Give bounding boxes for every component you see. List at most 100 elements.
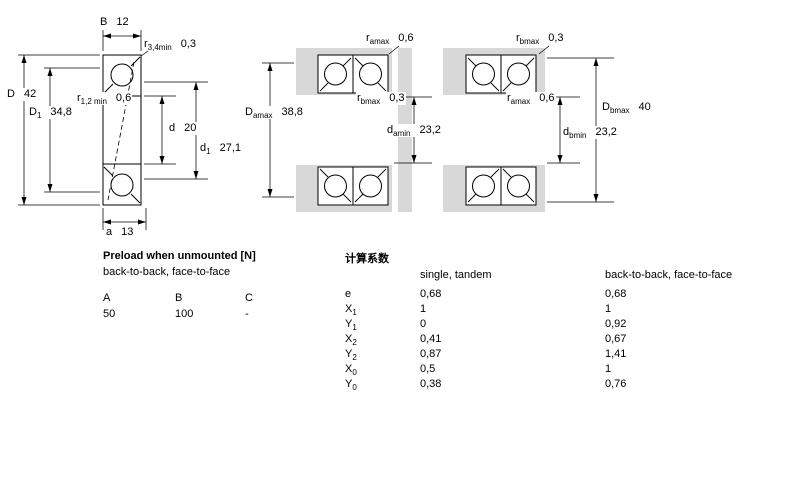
factors-row-X1: X1 1 1 xyxy=(345,303,785,318)
dim-subscript: bmin xyxy=(569,131,587,141)
factors-row-X2: X2 0,41 0,67 xyxy=(345,333,785,348)
dim-symbol: r xyxy=(144,38,148,50)
dim-symbol: d xyxy=(200,142,207,154)
factors-title: 计算系数 xyxy=(345,253,389,265)
preload-title: Preload when unmounted [N] xyxy=(103,250,256,262)
factor-value-b2b-f2f: 0,76 xyxy=(605,378,627,390)
dim-ramax-arr1: ramax 0,6 xyxy=(366,32,414,47)
dim-rbmax-arr1: rbmax 0,3 xyxy=(356,92,406,107)
dim-symbol: D xyxy=(602,101,610,113)
arrangement-1-section xyxy=(296,48,412,212)
dim-symbol: r xyxy=(77,92,81,104)
factor-value-single-tandem: 0 xyxy=(420,318,427,330)
single-bearing-section xyxy=(102,54,142,206)
factor-symbol: X2 xyxy=(345,333,357,348)
factor-value-b2b-f2f: 1 xyxy=(605,363,612,375)
dim-subscript: 1 xyxy=(36,111,42,121)
factor-symbol: e xyxy=(345,288,352,300)
dim-subscript: 1 xyxy=(206,147,211,157)
dim-symbol: d xyxy=(387,124,394,136)
dim-rbmax-arr2: rbmax 0,3 xyxy=(516,32,564,47)
dim-subscript: bmax xyxy=(609,106,630,116)
dim-subscript: bmax xyxy=(360,97,381,107)
dim-value: 27,1 xyxy=(219,142,241,154)
dim-value: 42 xyxy=(23,88,37,100)
dim-subscript: amin xyxy=(393,129,411,139)
single-bearing-dimension-lines xyxy=(18,30,208,230)
factors-column-headers: single, tandem back-to-back, face-to-fac… xyxy=(345,269,785,284)
dim-value: 0,6 xyxy=(539,92,555,104)
dim-ramax-arr2: ramax 0,6 xyxy=(506,92,556,107)
dim-radius-r34: r3,4min 0,3 xyxy=(144,38,196,53)
dim-symbol: d xyxy=(169,122,176,134)
factor-value-single-tandem: 0,87 xyxy=(420,348,442,360)
dim-Dbmax-arr2: Dbmax 40 xyxy=(601,101,652,116)
factors-row-X0: X0 0,5 1 xyxy=(345,363,785,378)
factor-value-single-tandem: 0,41 xyxy=(420,333,442,345)
dim-damin-arr1: damin 23,2 xyxy=(386,124,442,139)
dim-dbmin-arr2: dbmin 23,2 xyxy=(562,126,618,141)
arrangement-2-dimension-lines xyxy=(538,45,614,203)
dim-diameter-D1: D1 34,8 xyxy=(28,106,73,121)
factor-symbol: Y0 xyxy=(345,378,357,393)
dim-symbol: r xyxy=(357,92,361,104)
dim-value: 20 xyxy=(184,122,197,134)
dim-value: 0,3 xyxy=(548,32,564,44)
factor-value-b2b-f2f: 1,41 xyxy=(605,348,627,360)
dim-bore-diameter-d: d 20 xyxy=(168,122,198,135)
dim-value: 0,6 xyxy=(115,92,132,104)
factors-col1-header: single, tandem xyxy=(420,269,492,281)
preload-value-C: - xyxy=(245,308,249,320)
preload-value-A: 50 xyxy=(103,308,116,320)
arrangement-2-section xyxy=(443,48,545,212)
dim-symbol: r xyxy=(507,92,511,104)
dim-symbol: D xyxy=(7,88,15,100)
dim-subscript: amax xyxy=(252,111,273,121)
dim-symbol: d xyxy=(563,126,570,138)
dim-value: 23,2 xyxy=(419,124,441,136)
factor-symbol: Y2 xyxy=(345,348,357,363)
dim-value: 23,2 xyxy=(595,126,617,138)
factor-symbol: Y1 xyxy=(345,318,357,333)
dim-symbol: r xyxy=(366,32,370,44)
preload-subtitle: back-to-back, face-to-face xyxy=(103,266,231,278)
dim-value: 38,8 xyxy=(281,106,303,118)
dim-subscript: 1,2 min xyxy=(80,97,107,107)
dim-value: 0,6 xyxy=(398,32,414,44)
dim-value: 34,8 xyxy=(50,106,72,118)
preload-header-A: A xyxy=(103,292,111,304)
dim-diameter-d1: d1 27,1 xyxy=(199,142,242,157)
dim-symbol: D xyxy=(29,106,37,118)
dim-subscript: 3,4min xyxy=(147,43,172,53)
dim-subscript: bmax xyxy=(519,37,540,47)
factors-row-Y0: Y0 0,38 0,76 xyxy=(345,378,785,393)
dim-outer-diameter-D: D 42 xyxy=(6,88,38,101)
dim-value: 40 xyxy=(638,101,651,113)
factor-value-b2b-f2f: 0,68 xyxy=(605,288,627,300)
factor-value-single-tandem: 0,68 xyxy=(420,288,442,300)
dim-subscript: amax xyxy=(369,37,390,47)
factor-value-single-tandem: 0,5 xyxy=(420,363,436,375)
factors-row-e: e 0,68 0,68 xyxy=(345,288,785,303)
preload-header-B: B xyxy=(175,292,183,304)
dim-symbol: a xyxy=(106,226,113,238)
factor-value-b2b-f2f: 1 xyxy=(605,303,612,315)
factor-symbol: X0 xyxy=(345,363,357,378)
factors-table: e 0,68 0,68 X1 1 1 Y1 0 0,92 X2 0,41 0,6… xyxy=(345,288,785,393)
factors-row-Y2: Y2 0,87 1,41 xyxy=(345,348,785,363)
dim-radius-r12: r1,2 min 0,6 xyxy=(76,92,133,107)
dim-symbol: r xyxy=(516,32,520,44)
dim-subscript: amax xyxy=(510,97,531,107)
factor-value-single-tandem: 0,38 xyxy=(420,378,442,390)
dim-symbol: B xyxy=(100,16,108,28)
factor-value-b2b-f2f: 0,67 xyxy=(605,333,627,345)
factors-col2-header: back-to-back, face-to-face xyxy=(605,269,733,281)
preload-header-C: C xyxy=(245,292,253,304)
dim-value: 0,3 xyxy=(389,92,405,104)
dim-value: 0,3 xyxy=(180,38,196,50)
